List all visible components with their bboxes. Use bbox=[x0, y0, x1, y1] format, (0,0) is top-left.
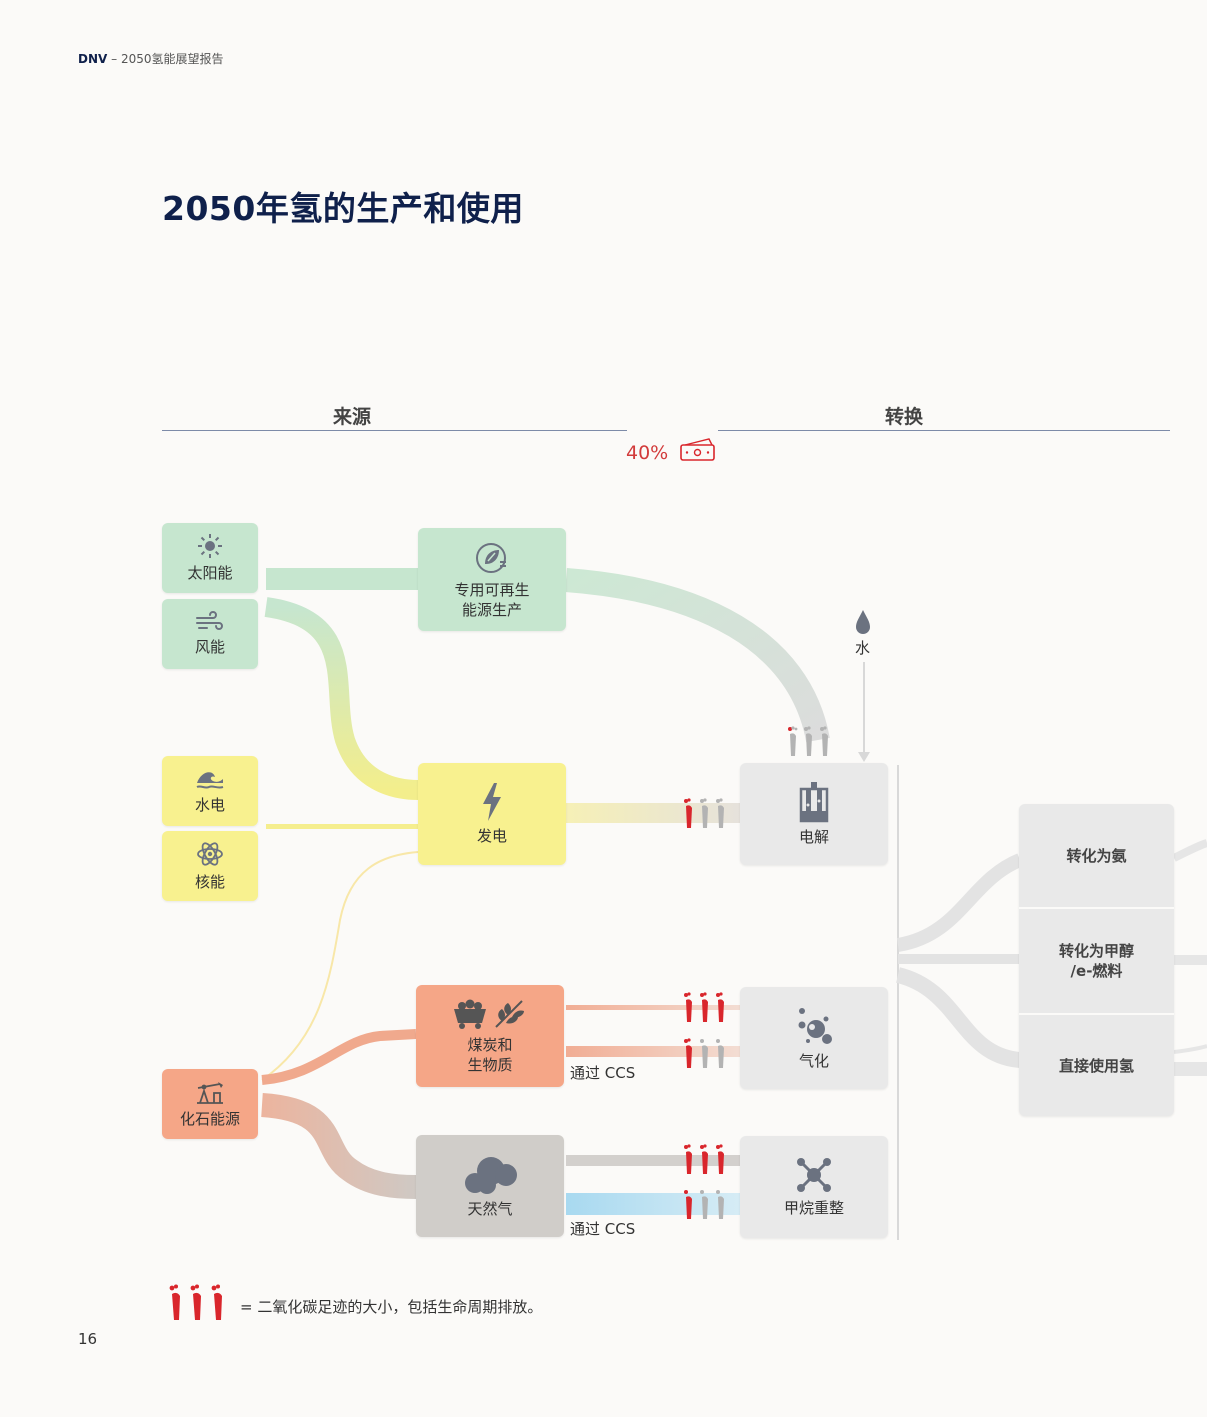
footprint-electrolysis-renewable-icon bbox=[788, 726, 828, 756]
footprint-gas-ccs-icon bbox=[684, 1190, 724, 1219]
sun-icon bbox=[198, 534, 222, 558]
power-generation: 发电 bbox=[418, 763, 566, 865]
ccs-label-coal: 通过 CCS bbox=[570, 1064, 636, 1082]
renewable-production-label: 专用可再生 能源生产 bbox=[454, 580, 530, 619]
use-ammonia-label: 转化为氨 bbox=[1066, 846, 1127, 865]
flow-fossil-coal bbox=[261, 1029, 417, 1085]
flow-gas-reforming-ccs bbox=[566, 1193, 740, 1215]
ccs-label-gas: 通过 CCS bbox=[570, 1220, 636, 1238]
use-methanol: 转化为甲醇 /e-燃料 bbox=[1019, 909, 1174, 1013]
water-label: 水 bbox=[855, 639, 871, 657]
brand-name: DNV bbox=[78, 52, 108, 66]
use-ammonia: 转化为氨 bbox=[1019, 804, 1174, 907]
uses-panel bbox=[1019, 804, 1174, 1116]
use-direct-label: 直接使用氢 bbox=[1058, 1056, 1134, 1075]
source-wind: 风能 bbox=[162, 599, 258, 669]
uses-divider-2 bbox=[1019, 1013, 1174, 1015]
natural-gas: 天然气 bbox=[416, 1135, 564, 1237]
wind-icon bbox=[196, 611, 223, 630]
source-solar: 太阳能 bbox=[162, 523, 258, 593]
footprint-power-icon bbox=[684, 798, 724, 828]
atom-icon bbox=[197, 842, 223, 866]
flow-gas-reforming bbox=[566, 1155, 740, 1166]
flow-fossil-gas bbox=[260, 1093, 417, 1199]
power-generation-label: 发电 bbox=[476, 827, 507, 845]
process-gasification-label: 气化 bbox=[798, 1052, 829, 1070]
process-electrolysis: 电解 bbox=[740, 763, 888, 865]
gas-cloud-icon bbox=[465, 1157, 517, 1194]
flow-to-ammonia bbox=[896, 853, 1023, 952]
page-title: 2050年氢的生产和使用 bbox=[162, 189, 524, 228]
section-conversion-rule bbox=[718, 430, 1170, 431]
source-hydro-label: 水电 bbox=[194, 796, 225, 814]
eco-plug-icon bbox=[476, 542, 506, 573]
flow-coal-gasification bbox=[566, 1005, 740, 1010]
coal-biomass: 煤炭和 生物质 bbox=[416, 985, 564, 1087]
legend-text: = 二氧化碳足迹的大小，包括生命周期排放。 bbox=[240, 1298, 543, 1316]
renewable-production: 专用可再生 能源生产 bbox=[418, 528, 566, 631]
banknote-icon bbox=[680, 438, 715, 461]
source-solar-label: 太阳能 bbox=[187, 564, 233, 582]
source-nuclear: 核能 bbox=[162, 831, 258, 901]
source-fossil-label: 化石能源 bbox=[179, 1110, 240, 1128]
flow-power-electrolysis bbox=[566, 803, 740, 823]
coal-cart-leaf-icon bbox=[454, 999, 524, 1029]
lightning-icon bbox=[483, 783, 501, 821]
report-subtitle: – 2050氢能展望报告 bbox=[111, 52, 224, 66]
footprint-coal-icon bbox=[684, 992, 724, 1022]
process-electrolysis-label: 电解 bbox=[798, 828, 829, 846]
wave-icon bbox=[196, 772, 224, 789]
flow-hydro-power bbox=[266, 824, 418, 829]
flow-solar-renewable bbox=[266, 568, 418, 590]
source-wind-label: 风能 bbox=[194, 638, 225, 656]
report-header: DNV – 2050氢能展望报告 bbox=[78, 50, 223, 67]
section-conversion-heading: 转换 bbox=[884, 406, 923, 428]
process-methane-reforming-label: 甲烷重整 bbox=[783, 1199, 844, 1217]
page-number: 16 bbox=[78, 1330, 98, 1348]
flow-coal-gasification-ccs bbox=[566, 1046, 740, 1057]
source-nuclear-label: 核能 bbox=[194, 873, 225, 891]
section-source-rule bbox=[162, 430, 627, 431]
uses-divider-1 bbox=[1019, 907, 1174, 909]
process-methane-reforming: 甲烷重整 bbox=[740, 1136, 888, 1238]
coal-biomass-label: 煤炭和 生物质 bbox=[467, 1036, 513, 1074]
flow-renewable-electrolysis bbox=[565, 568, 830, 743]
flow-wind-power bbox=[264, 597, 419, 800]
footprint-gas-icon bbox=[684, 1144, 724, 1174]
oil-pump-icon bbox=[197, 1082, 223, 1104]
electrolyzer-icon bbox=[799, 782, 829, 823]
source-fossil: 化石能源 bbox=[162, 1069, 258, 1139]
flow-fossil-power bbox=[261, 851, 419, 1081]
footprint-legend-icon bbox=[169, 1284, 222, 1320]
source-hydro: 水电 bbox=[162, 756, 258, 826]
flow-to-methanol bbox=[898, 954, 1020, 964]
process-gasification: 气化 bbox=[740, 987, 888, 1089]
footprint-coal-ccs-icon bbox=[684, 1038, 724, 1068]
water-drop-icon bbox=[856, 610, 870, 634]
bubbles-icon bbox=[798, 1008, 832, 1044]
natural-gas-label: 天然气 bbox=[467, 1200, 513, 1218]
efficiency-label: 40% bbox=[626, 442, 669, 464]
section-source-heading: 来源 bbox=[332, 406, 371, 428]
molecule-icon bbox=[797, 1158, 831, 1192]
flow-to-direct bbox=[895, 967, 1022, 1068]
use-methanol-label: 转化为甲醇 /e-燃料 bbox=[1058, 942, 1134, 980]
use-direct: 直接使用氢 bbox=[1019, 1015, 1174, 1116]
